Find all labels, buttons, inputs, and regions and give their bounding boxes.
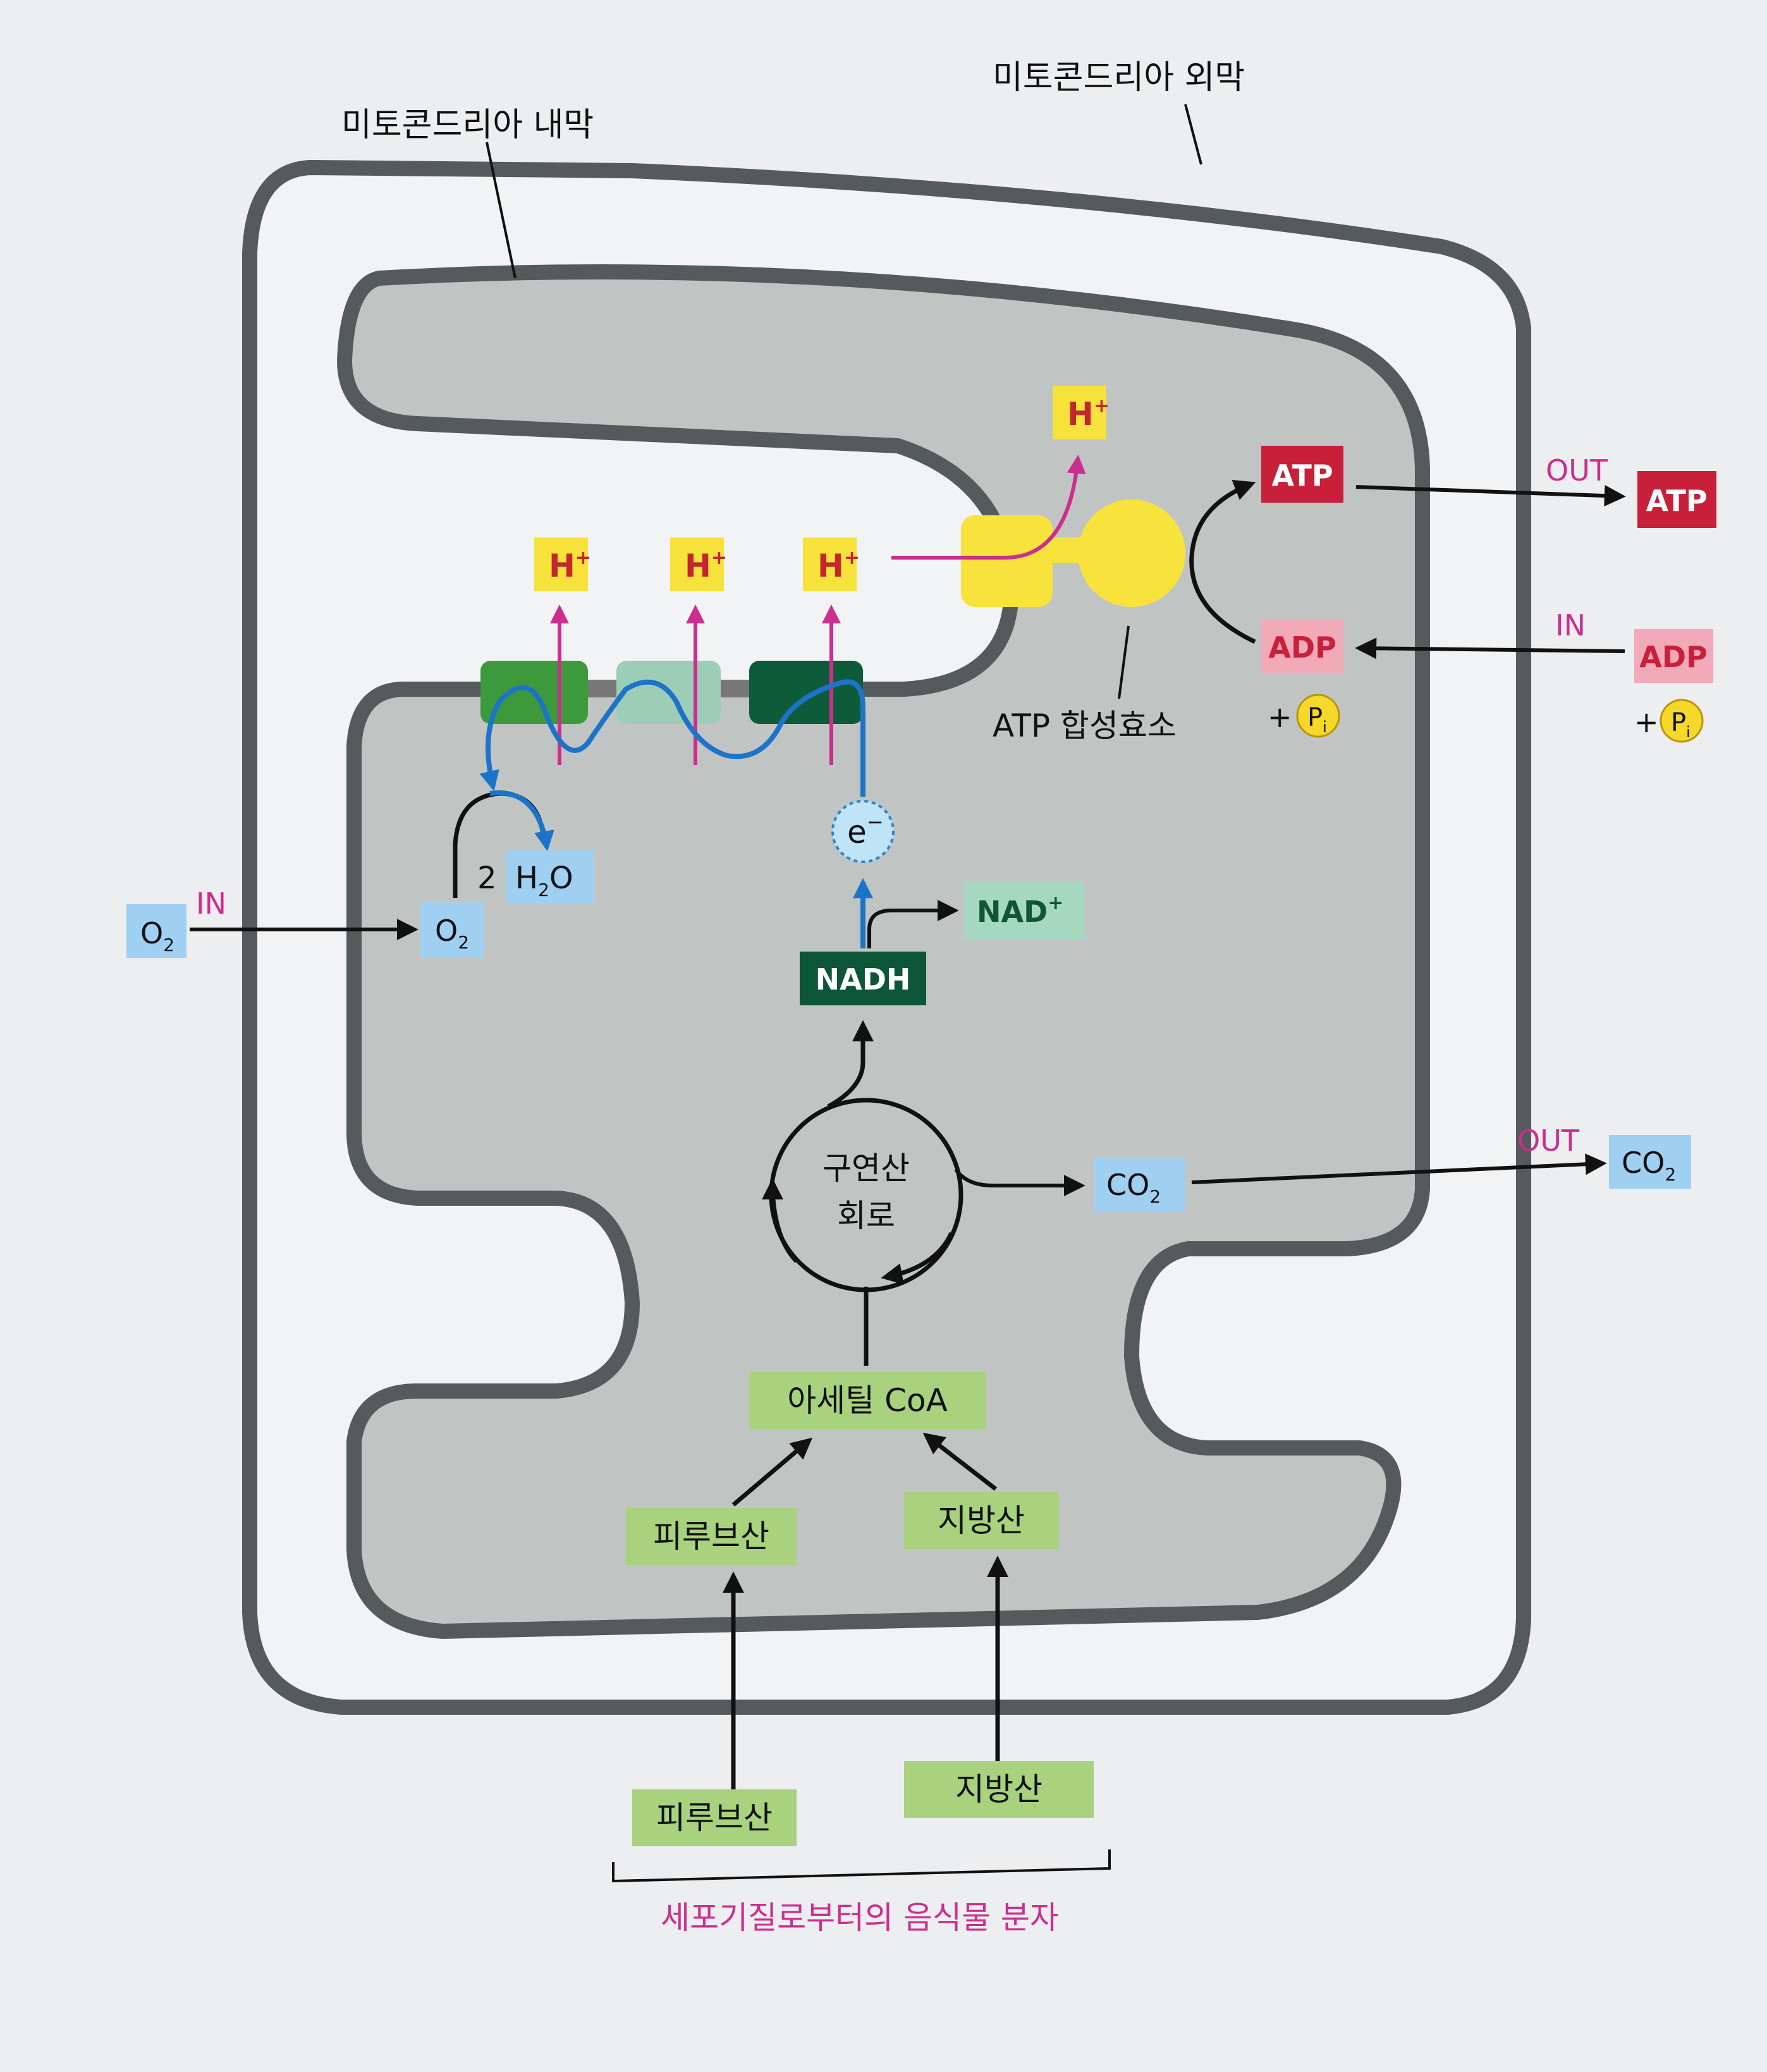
electron-to-water-arrow [489,790,554,852]
proton-label-4: H+ [1067,395,1110,432]
proton-box-3 [803,537,857,591]
electron-label: e− [847,810,884,850]
nadh-label: NADH [816,962,911,996]
atp-label-inside: ATP [1271,458,1333,493]
acetyl-coa-box [749,1372,986,1429]
atp-export-arrow [1355,485,1626,507]
co2-label-inside: CO2 [1106,1168,1161,1207]
pyruvate-label-outside: 피루브산 [656,1799,773,1836]
proton-box-2 [670,537,724,591]
food-source-label: 세포기질로부터의 음식물 분자 [661,1899,1059,1936]
proton-label-3: H+ [817,547,860,584]
plus-inside: + [1268,700,1292,734]
proton-box-1 [534,537,588,591]
nadh-to-nad-arrow [867,900,959,948]
fatty-acid-label-outside: 지방산 [955,1771,1042,1808]
adp-box-outside [1634,629,1713,683]
citric-acid-cycle-line-1: 구연산 [822,1150,910,1187]
atp-label-outside: ATP [1646,484,1707,518]
adp-box-inside [1261,620,1343,673]
cycle-to-co2-arrow [954,1168,1085,1196]
adp-to-atp-arrow [1189,480,1256,644]
atp-box-outside [1637,471,1716,528]
o2-label-inside: O2 [435,914,469,953]
outer-membrane-leader [1184,104,1202,165]
citric-acid-cycle-line-2: 회로 [837,1198,895,1234]
complex-3 [749,661,863,724]
fatty-acid-box-outside [904,1761,1094,1818]
cycle-arrow-bottom [881,1232,954,1285]
membrane-gap-1 [588,680,616,697]
electron-circle [831,800,895,863]
pi-label-outside: Pi [1671,708,1691,741]
o2-box-outside [126,904,186,958]
o2-label-outside: O2 [140,916,174,955]
inner-membrane-label: 미토콘드리아 내막 [341,106,594,144]
atp-synthase-label: ATP 합성효소 [993,708,1177,744]
co2-export-arrow [1191,1153,1607,1184]
proton-flow-through-synthase [891,455,1086,560]
proton-label-1: H+ [549,547,591,584]
proton-label-2: H+ [685,547,727,584]
cycle-arrow-left [762,1178,798,1263]
pyruvate-to-acetyl-arrow [731,1437,813,1507]
water-label: H2O [515,861,573,900]
inner-membrane-leader [486,142,517,279]
fatty-acid-box-inside [904,1492,1059,1549]
co2-label-outside: CO2 [1622,1146,1676,1185]
o2-in-label: IN [196,886,226,921]
pi-circle-inside [1296,694,1340,738]
pi-label-inside: Pi [1307,703,1327,736]
fatty-acid-to-acetyl-arrow [922,1432,998,1491]
adp-in-label: IN [1555,608,1586,642]
nad-box [964,882,1084,939]
adp-import-arrow [1355,637,1625,659]
plus-outside: + [1634,705,1659,739]
food-bracket [612,1849,1111,1883]
proton-box-4 [1053,386,1106,439]
fatty-acid-label-inside: 지방산 [938,1502,1025,1539]
cycle-to-nadh-arrow [827,1020,874,1109]
pyruvate-label-inside: 피루브산 [653,1518,769,1555]
adp-label-outside: ADP [1639,640,1708,674]
atp-synthase-membrane-part [961,515,1053,607]
adp-label-inside: ADP [1268,630,1336,665]
atp-synthase-leader [1118,625,1130,699]
co2-box-outside [1609,1135,1691,1189]
o2-box-inside [420,901,484,958]
electron-path [479,679,865,797]
co2-out-label: OUT [1517,1124,1580,1158]
pyruvate-box-inside [626,1508,797,1565]
water-box [506,850,594,904]
atp-synthase-head [1078,500,1185,607]
atp-out-label: OUT [1546,453,1608,487]
membrane-gap-2 [721,680,749,697]
acetyl-coa-label: 아세틸 CoA [787,1382,948,1419]
nadh-box [800,952,926,1005]
atp-box-inside [1261,446,1343,503]
pyruvate-box-outside [632,1789,797,1846]
outer-membrane-label: 미토콘드리아 외막 [993,59,1245,97]
nad-label: NAD+ [977,892,1063,929]
water-coefficient: 2 [477,861,497,896]
co2-box-inside [1094,1157,1185,1211]
pi-circle-outside [1660,699,1704,743]
